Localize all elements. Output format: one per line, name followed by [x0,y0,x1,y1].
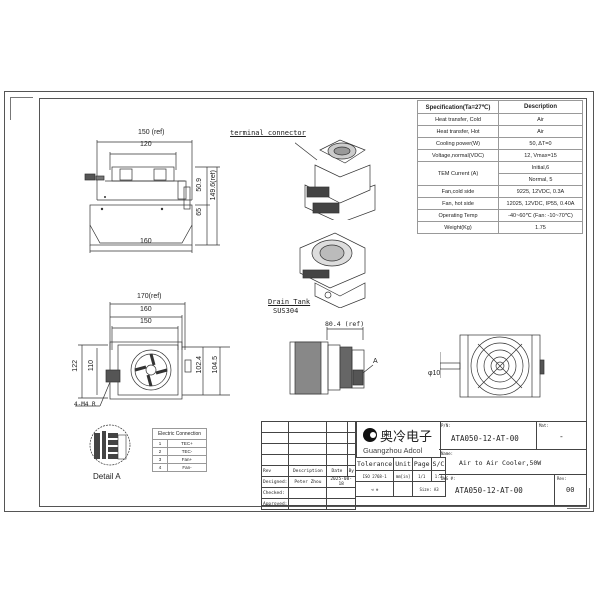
drawing-outer-border [4,91,594,512]
dim-149-6-ref: 149.6(ref) [210,170,217,201]
part-info: P/N: ATA050-12-AT-00 Mat: - Name: Air to… [439,422,587,506]
dim-110: 110 [88,360,95,372]
iso-view-top-drawing [295,139,376,220]
dim-150-top: 150 [140,318,152,325]
callout-a: A [373,358,378,365]
drawing-number: ATA050-12-AT-00 [455,486,523,495]
dim-160: 160 [140,238,152,245]
corner-mark [567,488,590,509]
dim-80-4-ref: 80.4 (ref) [325,320,365,328]
mount-hole-note: 4-M4 R [74,401,96,408]
drain-tank-material: SUS304 [273,307,299,315]
projection-symbol: ⊲ ⊕ [354,481,395,497]
detail-a-drawing [89,424,131,466]
table-row: Operating Temp-40~60℃ (Fan: -10~70℃) [417,209,583,222]
corner-mark [10,97,33,120]
table-row: Voltage,normal(VDC)12, Vmax=15 [417,149,583,162]
part-name: Air to Air Cooler,50W [459,459,542,467]
part-number: ATA050-12-AT-00 [451,434,519,443]
front-view-drawing [84,140,220,253]
back-view-drawing [440,334,545,398]
electric-connection-title: Electric Connection [152,428,207,440]
dim-50-9: 50.9 [196,178,203,192]
dim-102-4: 102.4 [196,356,203,374]
company-logo-area: 奥冷电子 Guangzhou Adcol [356,422,441,458]
spec-header: Specification(Ta=27℃) [417,100,499,114]
title-block: Rev Description Date By Designed: Peter … [260,421,587,510]
dim-150-ref: 150 (ref) [138,129,165,136]
company-name-cn: 奥冷电子 [380,430,433,445]
material-value: - [559,432,564,441]
revision-number: 00 [566,486,575,494]
specification-table: Specification(Ta=27℃) Description Heat t… [417,100,583,234]
side-view-drawing [289,327,374,395]
table-row: Weight(Kg)1.75 [417,221,583,234]
dim-120: 120 [140,141,152,148]
terminal-connector-label: terminal connector [230,129,306,137]
tolerance-table: Tolerance Unit Page S/C ISO 2768-1 mm[in… [354,457,447,497]
detail-a-label: Detail A [93,472,121,481]
dim-dia-10: φ10 [428,370,441,377]
iso-view-bottom-drawing [299,232,366,308]
drain-tank-label: Drain Tank [268,298,311,306]
revision-table: Rev Description Date By Designed: Peter … [260,421,357,510]
dim-104-5: 104.5 [212,356,219,374]
table-row: Cooling power(W)50, ΔT=0 [417,137,583,150]
desc-header: Description [498,100,583,114]
dim-122: 122 [72,360,79,372]
dim-65: 65 [196,208,203,216]
dim-170-ref: 170(ref) [137,293,162,300]
company-name-en: Guangzhou Adcol [363,446,423,455]
top-view-drawing [75,302,230,407]
dim-160-top: 160 [140,306,152,313]
table-row: TEM Current (A)Initial,6 [417,161,583,186]
